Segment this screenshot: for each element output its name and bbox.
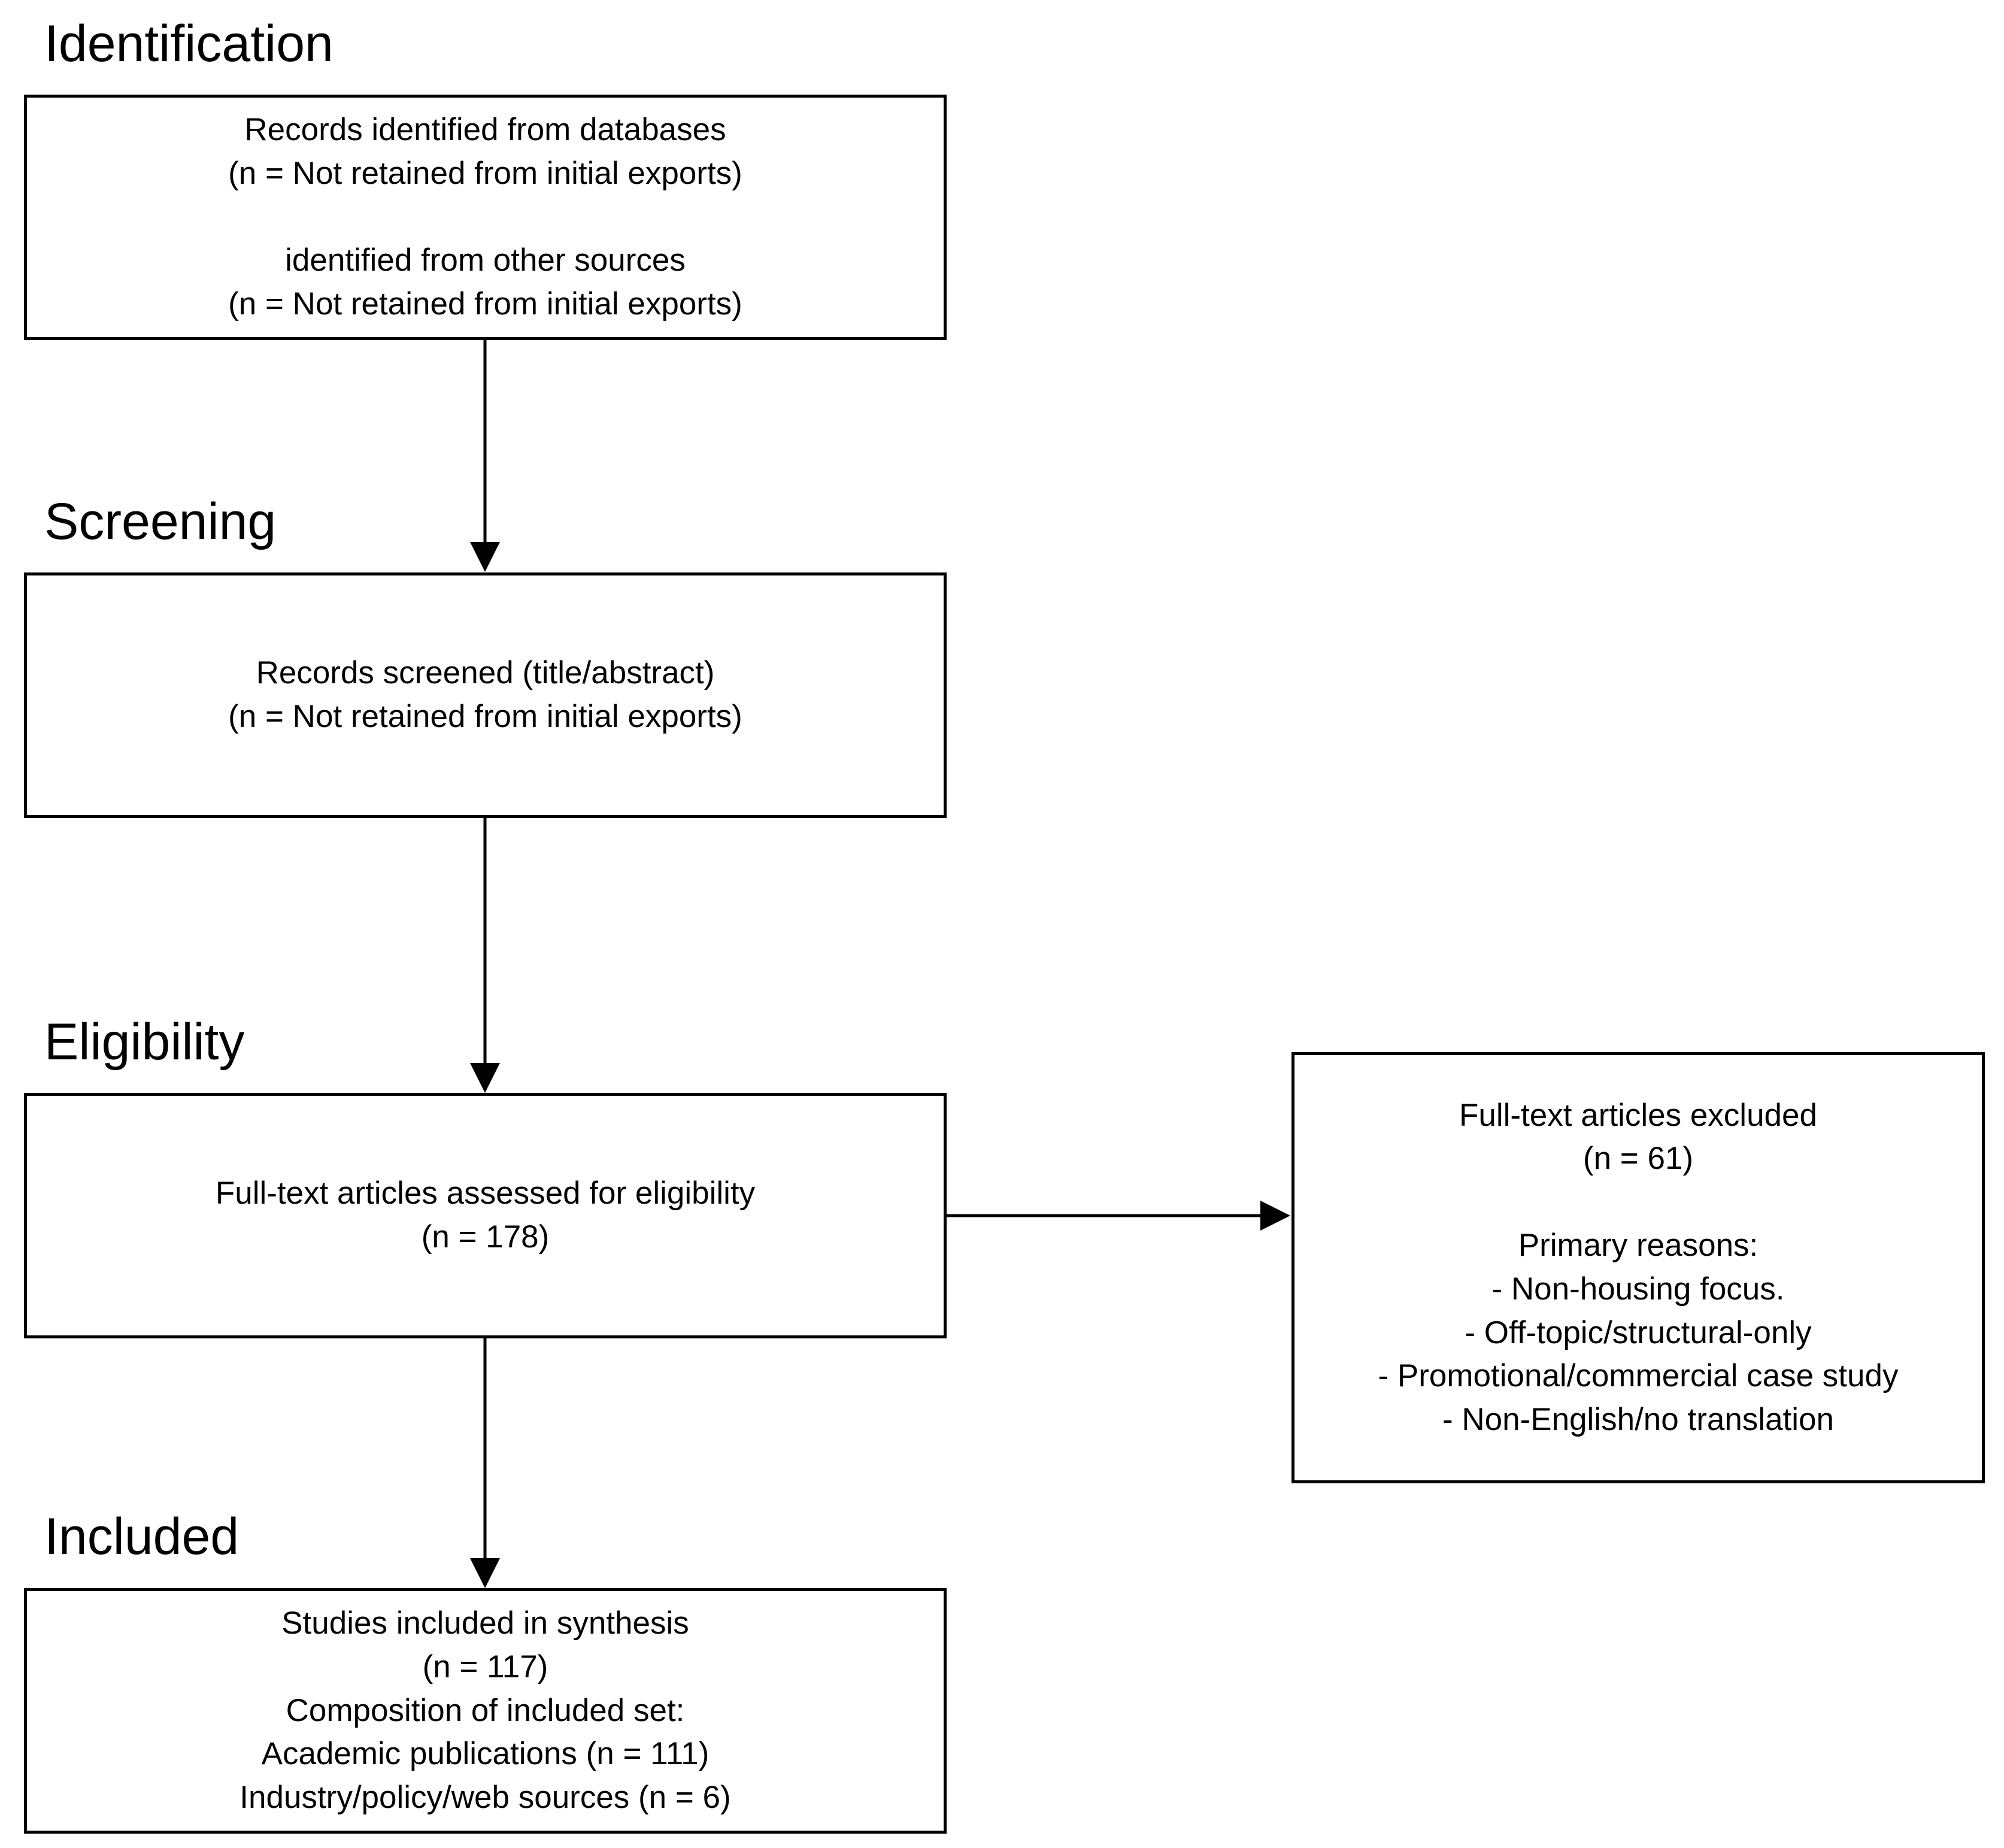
box-text-line: - Non-housing focus. (1491, 1271, 1785, 1307)
box-text-line: Industry/policy/web sources (n = 6) (239, 1779, 731, 1815)
box-text-line: Primary reasons: (1518, 1228, 1759, 1264)
box-text-line: (n = Not retained from initial exports) (228, 156, 742, 192)
full-text-assessed-box: Full-text articles assessed for eligibil… (24, 1093, 947, 1338)
box-text-line: Composition of included set: (286, 1692, 685, 1728)
box-text-line: - Non-English/no translation (1442, 1401, 1834, 1437)
box-text-line: - Promotional/commercial case study (1378, 1358, 1899, 1394)
box-text-line: (n = Not retained from initial exports) (228, 286, 742, 322)
stage-heading-eligibility: Eligibility (44, 1013, 245, 1071)
records-identified-box: Records identified from databases (n = No… (24, 95, 947, 340)
box-text-line: Full-text articles excluded (1459, 1097, 1817, 1133)
box-text-line: Studies included in synthesis (281, 1605, 689, 1641)
box-text-line: Full-text articles assessed for eligibil… (215, 1176, 756, 1211)
box-text-line: (n = 117) (422, 1649, 548, 1685)
full-text-excluded-box: Full-text articles excluded (n = 61) Prima… (1291, 1052, 1985, 1483)
box-text-line: - Off-topic/structural-only (1465, 1314, 1812, 1350)
box-text-line: (n = 178) (421, 1219, 550, 1255)
studies-included-box: Studies included in synthesis (n = 117) Co… (24, 1588, 947, 1834)
stage-heading-identification: Identification (44, 15, 334, 72)
records-screened-box: Records screened (title/abstract) (n = No… (24, 572, 947, 818)
box-text-line: (n = 61) (1582, 1141, 1694, 1177)
box-text-line: Records screened (title/abstract) (256, 655, 715, 691)
box-text-line: identified from other sources (285, 243, 686, 278)
box-text-line: Academic publications (n = 111) (261, 1736, 710, 1772)
box-text-line: Records identified from databases (244, 112, 726, 148)
box-text-line: (n = Not retained from initial exports) (228, 699, 742, 734)
stage-heading-screening: Screening (44, 493, 277, 550)
stage-heading-included: Included (44, 1508, 239, 1565)
